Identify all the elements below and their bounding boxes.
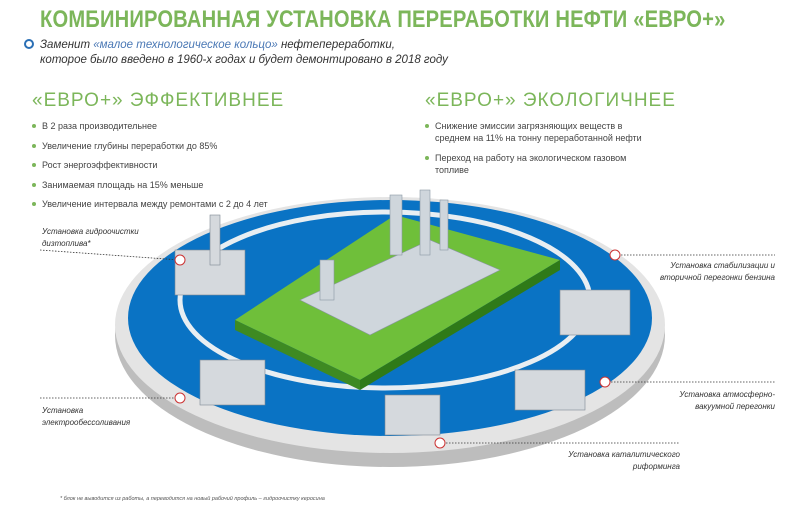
label-avt-unit: Установка атмосферно-вакуумной перегонки — [679, 390, 775, 411]
list-item: Рост энергоэффективности — [30, 159, 330, 171]
green-site-edge — [360, 260, 560, 390]
page-title: КОМБИНИРОВАННАЯ УСТАНОВКА ПЕРЕРАБОТКИ НЕ… — [40, 6, 726, 33]
label-hydro-unit: Установка гидроочистки дизтоплива* — [42, 227, 139, 248]
subtitle-line2: которое было введено в 1960-х годах и бу… — [40, 54, 448, 66]
efficient-list: В 2 раза производительнее Увеличение глу… — [30, 120, 330, 218]
label-reform-unit: Установка каталитического риформинга — [568, 450, 680, 471]
list-item: Занимаемая площадь на 15% меньше — [30, 179, 330, 191]
no-entry-markers — [174, 249, 621, 449]
list-item: Увеличение глубины переработки до 85% — [30, 140, 330, 152]
subtitle-prefix: Заменит — [40, 39, 94, 51]
efficient-heading: «ЕВРО+» ЭФФЕКТИВНЕЕ — [32, 90, 285, 111]
ecological-heading: «ЕВРО+» ЭКОЛОГИЧНЕЕ — [425, 90, 676, 111]
list-item: Снижение эмиссии загрязняющих веществ в … — [423, 120, 653, 144]
green-site-edge — [235, 320, 360, 390]
subtitle: Заменит «малое технологическое кольцо» н… — [40, 38, 448, 68]
ecological-list: Снижение эмиссии загрязняющих веществ в … — [423, 120, 653, 183]
subtitle-highlight: «малое технологическое кольцо» — [93, 39, 278, 51]
subtitle-suffix: нефтепереработки, — [277, 39, 395, 51]
list-item: Переход на работу на экологическом газов… — [423, 152, 653, 176]
list-item: В 2 раза производительнее — [30, 120, 330, 132]
label-electro-unit: Установка электрообессоливания — [42, 406, 131, 427]
footnote: * блок не выводится из работы, а перевод… — [60, 496, 325, 502]
leader-lines — [39, 249, 775, 444]
satellite-units — [174, 214, 631, 436]
label-stab-unit: Установка стабилизации и вторичной перег… — [660, 261, 775, 282]
list-item: Увеличение интервала между ремонтами с 2… — [30, 198, 330, 210]
main-unit — [299, 189, 501, 336]
bullet-ring-icon — [24, 39, 34, 49]
